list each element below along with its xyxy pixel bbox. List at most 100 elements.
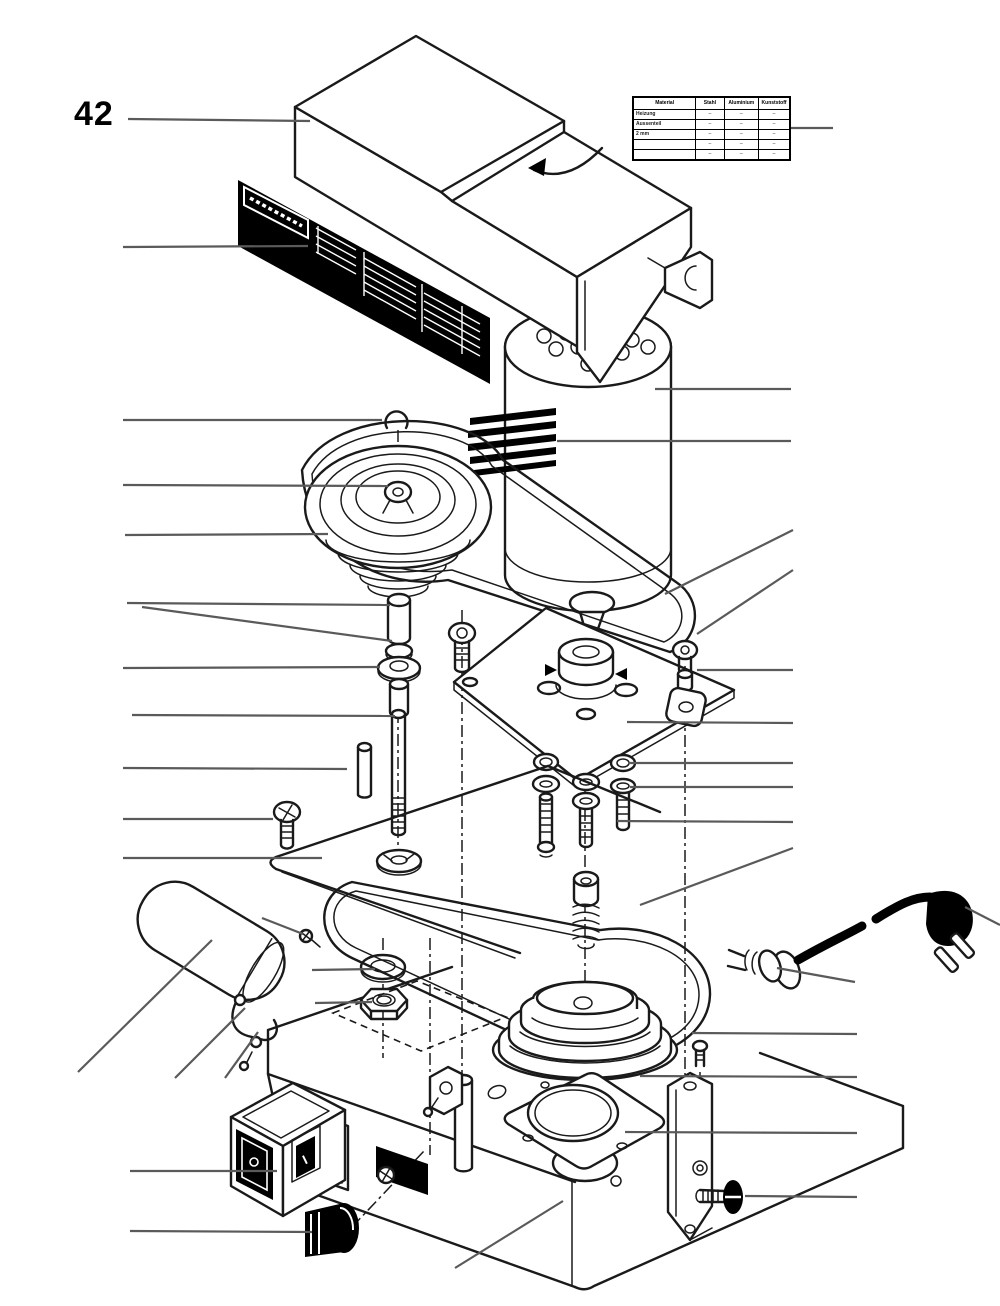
materials-table: Material Stahl Aluminium Kunststoff Heiz… (632, 96, 791, 161)
power-inlet-module: I (229, 1081, 347, 1218)
table-cell: – (758, 119, 791, 130)
assembly-arrow-icon (528, 146, 604, 176)
table-header-row: Material Stahl Aluminium Kunststoff (632, 96, 791, 110)
side-panel (666, 1071, 714, 1242)
tension-screw-with-spring (572, 870, 600, 950)
floor-slot (487, 1084, 507, 1100)
leader-line (126, 601, 391, 607)
rocker-switch: I (291, 1125, 321, 1183)
table-cell: Heizung (632, 109, 697, 120)
flat-washer (571, 772, 601, 811)
stud-washer (359, 953, 407, 983)
pan-head-screw (272, 800, 302, 850)
table-cell: 2 mm (632, 129, 697, 140)
leader-line (122, 665, 381, 670)
leader-line (127, 117, 311, 123)
leader-line (77, 939, 213, 1073)
label-screw (376, 1165, 396, 1185)
table-cell: – (758, 129, 791, 140)
leader-line (964, 906, 1000, 926)
leader-line (124, 532, 329, 537)
motor-pulley (303, 444, 493, 598)
leader-line (639, 846, 794, 907)
label-logo-box (243, 185, 309, 240)
table-cell: – (758, 139, 791, 150)
leader-line (616, 819, 794, 824)
table-cell: – (723, 149, 760, 161)
table-row: 2 mm – – – (632, 129, 791, 140)
table-cell: – (723, 139, 760, 150)
stud-screw (578, 807, 594, 849)
table-header: Aluminium (723, 96, 760, 110)
strain-relief-grommet (726, 948, 802, 990)
spring-washer (532, 752, 560, 772)
capacitor-clamp (231, 993, 278, 1072)
pulley-hub (382, 480, 414, 514)
hex-nut (359, 987, 409, 1021)
cover-clip (647, 250, 714, 310)
callout-number: 42 (74, 95, 114, 133)
table-row: Aussenteil – – – (632, 119, 791, 130)
table-cell: – (723, 119, 760, 130)
dowel-pin (356, 741, 373, 799)
panel-screw (691, 1039, 709, 1068)
mounting-bracket (665, 686, 707, 728)
thumb-screw (695, 1180, 743, 1214)
leader-line (744, 1194, 858, 1199)
table-cell: – (723, 129, 760, 140)
leader-line (691, 1031, 858, 1036)
spacer-sleeves (384, 592, 414, 662)
cord-cable (871, 892, 935, 924)
table-cell: Aussenteil (632, 119, 697, 130)
plate-fastener-stacks (531, 752, 637, 950)
table-cell: – (695, 149, 725, 161)
spindle-bearing-pulley (545, 637, 627, 700)
slotted-washer (375, 848, 423, 876)
capacitor-position-outline (330, 980, 509, 1052)
table-cell: – (695, 129, 725, 140)
leader-line (261, 916, 304, 936)
leader-line (141, 605, 393, 643)
table-row: – – – (632, 149, 791, 161)
leader-line (131, 713, 396, 718)
power-cord (726, 890, 976, 990)
stud-screw (615, 791, 631, 832)
table-header: Kunststoff (758, 96, 791, 110)
socket-screw-left (447, 621, 477, 674)
retaining-ring (384, 410, 409, 430)
micro-switch (422, 1065, 464, 1118)
leader-line (626, 720, 794, 725)
leader-line (122, 766, 348, 771)
product-label (238, 180, 490, 384)
mains-plug (926, 890, 976, 974)
leader-line (664, 529, 794, 595)
table-cell: – (695, 119, 725, 130)
leader-line (224, 1031, 259, 1079)
belt-cover (293, 34, 714, 384)
table-cell: – (695, 109, 725, 120)
table-header: Material (632, 96, 697, 110)
leader-lines (77, 117, 1000, 1269)
leader-line (696, 569, 794, 635)
leader-line (129, 1229, 313, 1234)
socket-screw-right (671, 639, 699, 693)
table-row: – – – (632, 139, 791, 150)
leader-line (624, 1130, 858, 1135)
stud-screw (536, 792, 556, 858)
motor (468, 305, 673, 642)
table-cell (632, 139, 697, 150)
flat-washer (531, 774, 561, 794)
table-cell: – (758, 149, 791, 161)
cord-cable (793, 921, 867, 965)
leader-line (776, 966, 856, 984)
label-fine-print (315, 226, 481, 357)
leader-line (122, 483, 389, 488)
motor-mounting-plate (447, 606, 736, 789)
pulley-shaft (390, 708, 407, 837)
table-cell: – (758, 109, 791, 120)
leader-line (314, 1000, 373, 1005)
leader-line (174, 1007, 246, 1079)
gasket (503, 1072, 666, 1170)
